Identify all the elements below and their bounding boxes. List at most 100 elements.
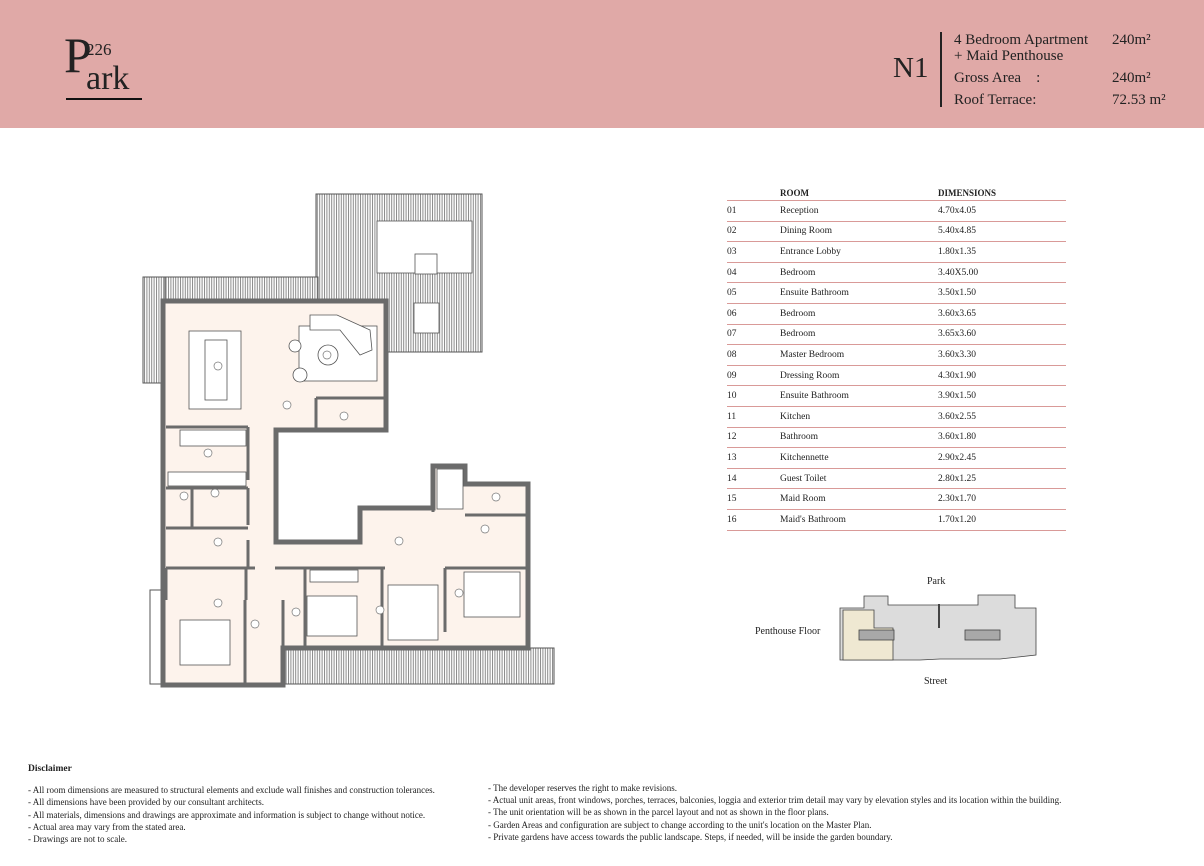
room-dimensions: 5.40x4.85 <box>938 221 1066 243</box>
outdoor-dining <box>413 302 440 334</box>
room-name: Ensuite Bathroom <box>780 282 938 304</box>
key-plan-park-label: Park <box>927 576 946 587</box>
disclaimer-right: - The developer reserves the right to ma… <box>488 782 1061 843</box>
room-number: 10 <box>727 385 780 407</box>
column-header-number <box>727 186 780 201</box>
room-number: 01 <box>727 200 780 222</box>
room-name: Ensuite Bathroom <box>780 385 938 407</box>
room-name: Reception <box>780 200 938 222</box>
room-number: 09 <box>727 365 780 387</box>
room-dimensions: 3.60x3.30 <box>938 344 1066 366</box>
key-plan-core <box>964 629 1001 641</box>
room-number: 02 <box>727 221 780 243</box>
room-name: Maid's Bathroom <box>780 509 938 531</box>
room-dimensions: 3.60x3.65 <box>938 303 1066 325</box>
furniture <box>167 220 521 666</box>
logo-letter: P <box>64 27 92 83</box>
room-number-markers <box>179 350 501 629</box>
wardrobe <box>309 569 359 583</box>
roof-terrace-label: Roof Terrace: <box>954 92 1037 108</box>
kitchen-counter <box>167 471 247 487</box>
room-number: 03 <box>727 241 780 263</box>
room-number: 05 <box>727 282 780 304</box>
logo-rest: ark <box>86 60 130 97</box>
disclaimer-item: - Actual unit areas, front windows, porc… <box>488 795 1062 806</box>
column-header-room: ROOM <box>780 186 938 201</box>
disclaimer-item: - All dimensions have been provided by o… <box>28 797 264 808</box>
room-dimensions: 3.50x1.50 <box>938 282 1066 304</box>
room-dimensions: 2.90x2.45 <box>938 447 1066 469</box>
room-dimensions: 3.60x1.80 <box>938 427 1066 449</box>
logo-underline <box>66 98 142 100</box>
unit-type-area: 240m² <box>1112 32 1151 48</box>
unit-type-2: + Maid Penthouse <box>954 48 1064 64</box>
room-number: 12 <box>727 427 780 449</box>
room-dimensions: 1.80x1.35 <box>938 241 1066 263</box>
roof-terrace-value: 72.53 m² <box>1112 92 1166 108</box>
key-plan-floor-label: Penthouse Floor <box>755 626 821 637</box>
disclaimer-item: - Private gardens have access towards th… <box>488 831 893 842</box>
room-number: 06 <box>727 303 780 325</box>
room-dimensions: 4.70x4.05 <box>938 200 1066 222</box>
bottom-terrace <box>282 647 555 685</box>
room-dimensions: 2.80x1.25 <box>938 468 1066 490</box>
gross-area-label: Gross Area : <box>954 70 1041 86</box>
disclaimer-item: - The developer reserves the right to ma… <box>488 783 678 793</box>
disclaimer-item: - Actual area may vary from the stated a… <box>28 821 186 832</box>
dining-table <box>204 339 228 401</box>
disclaimer: Disclaimer - All room dimensions are mea… <box>28 763 435 845</box>
bed <box>306 595 358 637</box>
room-dimensions: 1.70x1.20 <box>938 509 1066 531</box>
room-name: Maid Room <box>780 488 938 510</box>
key-plan <box>839 594 1037 661</box>
disclaimer-item: - All materials, dimensions and drawings… <box>28 809 426 820</box>
disclaimer-item: - All room dimensions are measured to st… <box>28 785 435 796</box>
disclaimer-item: - Garden Areas and configuration are sub… <box>488 819 872 830</box>
room-number: 11 <box>727 406 780 428</box>
room-number: 08 <box>727 344 780 366</box>
room-name: Guest Toilet <box>780 468 938 490</box>
room-dimensions: 3.65x3.60 <box>938 324 1066 346</box>
room-name: Entrance Lobby <box>780 241 938 263</box>
room-name: Bathroom <box>780 427 938 449</box>
room-name: Dressing Room <box>780 365 938 387</box>
bed <box>179 619 231 666</box>
room-number: 07 <box>727 324 780 346</box>
room-number: 15 <box>727 488 780 510</box>
room-name: Bedroom <box>780 262 938 284</box>
room-number: 13 <box>727 447 780 469</box>
room-number: 16 <box>727 509 780 531</box>
room-dimensions: 4.30x1.90 <box>938 365 1066 387</box>
disclaimer-title: Disclaimer <box>28 764 72 774</box>
shower <box>436 468 464 510</box>
disclaimer-item: - Drawings are not to scale. <box>28 834 127 845</box>
key-plan-street-label: Street <box>924 676 948 687</box>
room-number: 14 <box>727 468 780 490</box>
sofa <box>309 314 373 356</box>
room-dimensions: 3.40X5.00 <box>938 262 1066 284</box>
room-name: Bedroom <box>780 303 938 325</box>
room-name: Master Bedroom <box>780 344 938 366</box>
room-name: Bedroom <box>780 324 938 346</box>
logo: P 226 ark <box>64 30 144 104</box>
armchair <box>292 367 308 383</box>
room-name: Kitchennette <box>780 447 938 469</box>
room-dimensions: 3.60x2.55 <box>938 406 1066 428</box>
